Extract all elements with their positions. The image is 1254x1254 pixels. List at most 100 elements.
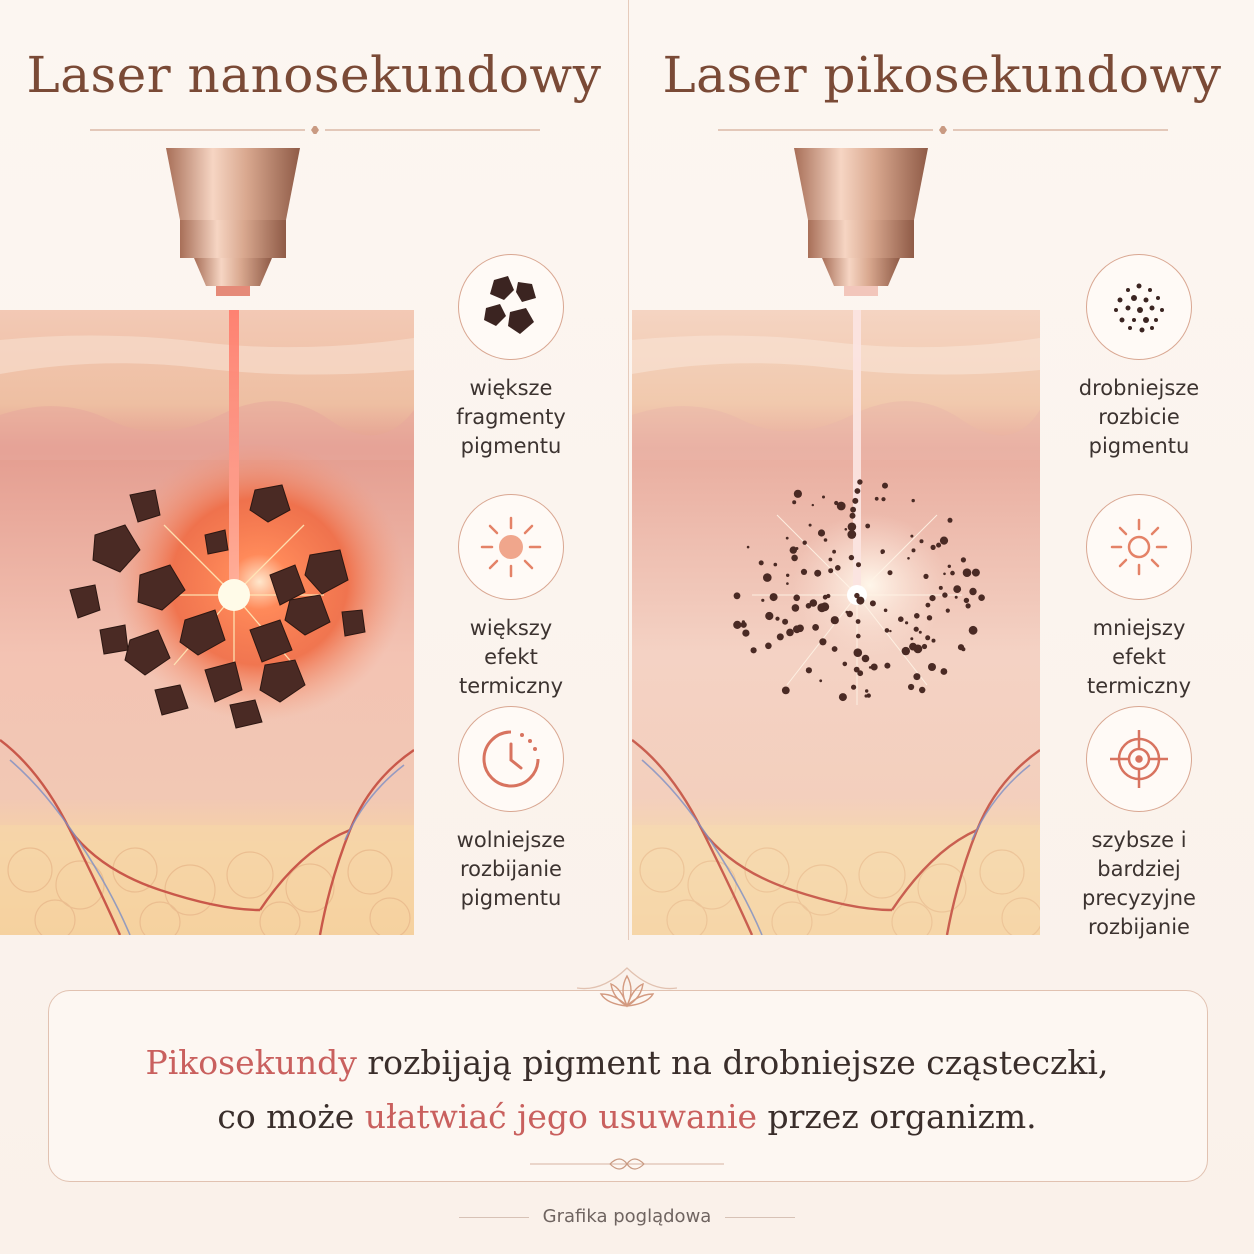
pigment-particle — [785, 536, 789, 540]
feature-label-line: rozbicie — [1098, 405, 1180, 429]
pigment-particle — [913, 626, 919, 632]
feature-label-line: drobniejsze — [1078, 376, 1200, 400]
pigment-particle — [775, 616, 780, 621]
pigment-particle — [811, 503, 814, 507]
pigment-particle — [789, 546, 797, 554]
pigment-particle — [929, 595, 936, 602]
pigment-particle — [853, 666, 860, 673]
pigment-particle — [889, 629, 892, 633]
summary-accent: ułatwiać jego usuwanie — [364, 1097, 758, 1136]
feature-label-line: pigmentu — [460, 886, 562, 910]
laser-handpiece-icon — [166, 148, 300, 296]
pigment-particle — [793, 594, 800, 602]
pigment-particle — [961, 647, 966, 652]
pigment-particle — [819, 679, 823, 683]
pigment-particle — [921, 643, 928, 650]
pigment-particle — [969, 587, 977, 596]
sun-heat-icon — [458, 494, 564, 600]
picosecond-column: Laser pikosekundowy — [628, 0, 1254, 960]
feature-smaller-thermal: mniejszy efekt termiczny — [1064, 494, 1214, 701]
pigment-particle — [865, 689, 869, 693]
pigment-particle — [957, 587, 961, 591]
summary-text-part: co może — [217, 1097, 365, 1136]
feature-thermal-effect: większy efekt termiczny — [436, 494, 586, 701]
pigment-particle — [847, 530, 857, 539]
pigment-particle — [800, 568, 808, 575]
pigment-particle — [854, 592, 860, 599]
feature-label-line: bardziej — [1097, 857, 1181, 881]
pigment-particle — [874, 496, 879, 501]
pigment-particle — [850, 506, 856, 513]
pigment-particle — [908, 683, 915, 691]
feature-label-line: efekt — [1112, 645, 1166, 669]
pigment-particle — [765, 642, 772, 650]
pigment-particle — [741, 620, 745, 624]
pigment-particle — [950, 570, 955, 576]
pigment-particle — [831, 646, 838, 652]
pigment-particle — [838, 693, 847, 702]
pigment-particle — [925, 602, 931, 608]
feature-large-fragments: większe fragmenty pigmentu — [436, 254, 586, 461]
pigment-particle — [776, 633, 784, 641]
pigment-particle — [978, 594, 985, 601]
pigment-particle — [742, 629, 750, 637]
pigment-particle — [793, 489, 802, 498]
pigment-particle — [848, 554, 855, 561]
summary-text-part: rozbijają pigment na drobniejsze cząstec… — [356, 1043, 1109, 1082]
pigment-particle — [939, 536, 949, 545]
pigment-particle — [954, 595, 958, 599]
pigment-particle — [914, 613, 920, 619]
title-ornament — [90, 126, 540, 134]
pigment-particle — [883, 608, 888, 613]
pigment-particle — [805, 667, 812, 674]
pigment-particle — [786, 628, 794, 637]
pigment-particle — [761, 598, 765, 602]
pigment-particle — [823, 538, 828, 542]
pigment-particle — [855, 619, 861, 624]
feature-label-line: efekt — [484, 645, 538, 669]
pigment-particle — [812, 624, 819, 631]
pigment-particle — [814, 569, 822, 577]
pigment-particle — [911, 498, 915, 503]
pigment-particle — [881, 497, 886, 502]
pigment-particle — [880, 549, 885, 554]
feature-label-line: wolniejsze — [456, 828, 566, 852]
pigment-particle — [963, 597, 970, 604]
feature-finer-breakdown: drobniejsze rozbicie pigmentu — [1064, 254, 1214, 461]
pigment-particle — [930, 544, 936, 550]
feature-label-line: pigmentu — [1088, 434, 1190, 458]
pigment-particle — [938, 585, 943, 590]
pigment-particle — [740, 621, 747, 628]
pigment-particle — [884, 662, 891, 669]
pigment-particle — [856, 596, 865, 605]
feature-label-line: termiczny — [1086, 674, 1191, 698]
feature-label-line: pigmentu — [460, 434, 562, 458]
feature-label-line: większe — [469, 376, 553, 400]
pigment-particle — [845, 610, 849, 614]
skin-cross-section-nano — [0, 310, 414, 935]
feature-label-line: rozbijanie — [1088, 915, 1190, 939]
pigment-particle — [802, 540, 807, 545]
pigment-particle — [960, 557, 966, 563]
pigment-particle — [913, 673, 921, 681]
pigment-particle — [953, 585, 962, 593]
pigment-particle — [795, 547, 799, 550]
pigment-particle — [786, 582, 789, 585]
pigment-particle — [781, 686, 790, 695]
pigment-particle — [910, 534, 914, 538]
feature-label-line: szybsze i — [1091, 828, 1187, 852]
pigment-particle — [910, 637, 914, 641]
pigment-particle — [770, 593, 777, 600]
pigment-particle — [882, 482, 888, 489]
pigment-particle — [746, 545, 750, 549]
clock-icon — [458, 706, 564, 812]
pigment-particle — [869, 600, 876, 607]
pigment-particle — [819, 638, 827, 646]
feature-slower-breakdown: wolniejsze rozbijanie pigmentu — [436, 706, 586, 913]
pigment-particle — [856, 633, 861, 639]
pigment-particle — [905, 621, 909, 625]
pigment-particle — [971, 568, 980, 577]
feature-label-line: precyzyjne — [1082, 886, 1196, 910]
pigment-particle — [884, 628, 890, 633]
pigment-particle — [786, 573, 790, 577]
